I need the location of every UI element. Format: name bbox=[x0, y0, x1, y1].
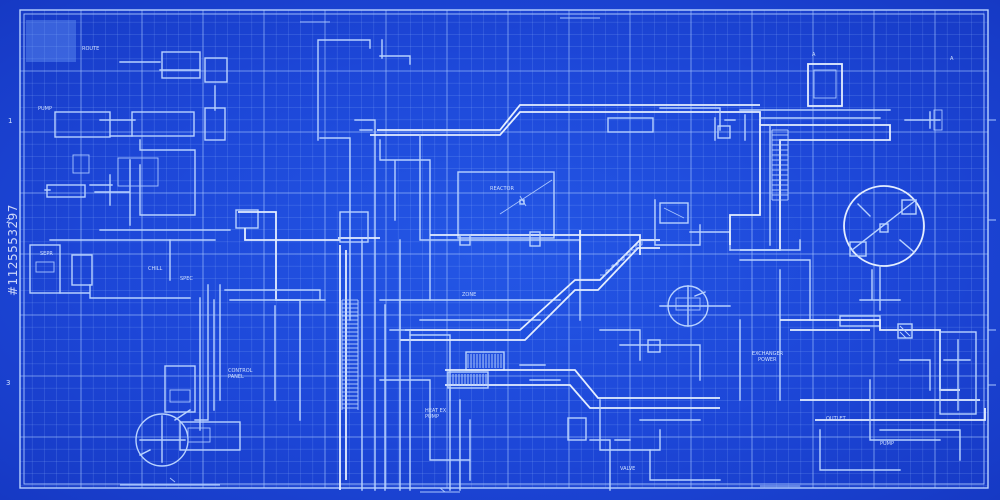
svg-text:EXCHANGER: EXCHANGER bbox=[752, 351, 784, 357]
svg-text:PUMP: PUMP bbox=[880, 441, 894, 447]
svg-text:OUTLET: OUTLET bbox=[826, 416, 847, 422]
stair-zigzag bbox=[600, 240, 643, 276]
svg-text:A: A bbox=[812, 52, 816, 58]
svg-text:SPEC: SPEC bbox=[180, 276, 193, 282]
right-machinery: PUMP OUTLET A bbox=[780, 56, 986, 471]
dimension-lines bbox=[120, 13, 800, 493]
center-lower: HEAT EX PUMP VALVE bbox=[379, 351, 721, 491]
svg-text:ROUTE: ROUTE bbox=[82, 46, 99, 52]
svg-text:POWER: POWER bbox=[758, 357, 777, 363]
left-ruler: 1 2 3 bbox=[6, 117, 12, 387]
right-center: EXCHANGER POWER A bbox=[599, 52, 891, 401]
stair-ladder-right bbox=[771, 129, 789, 201]
left-machinery: CHILL SPEC SEPR ROUTE PUMP bbox=[29, 46, 231, 299]
right-ruler bbox=[988, 119, 996, 386]
ruler-left-tick-1: 1 bbox=[8, 117, 12, 125]
svg-text:CHILL: CHILL bbox=[148, 266, 163, 272]
stair-ladder-left bbox=[341, 299, 359, 410]
drawing-frame bbox=[19, 9, 989, 489]
svg-text:CONTROL: CONTROL bbox=[228, 368, 253, 374]
ruler-left-tick-3: 3 bbox=[6, 379, 10, 387]
svg-text:A: A bbox=[950, 56, 954, 62]
grate-lower-2 bbox=[449, 374, 487, 386]
svg-text:PANEL: PANEL bbox=[228, 374, 244, 380]
svg-text:REACTOR: REACTOR bbox=[490, 186, 514, 192]
svg-text:ZONE: ZONE bbox=[462, 292, 476, 298]
grate-lower bbox=[467, 354, 502, 368]
svg-text:PUMP: PUMP bbox=[425, 414, 439, 420]
watermark-id: #1125553297 bbox=[6, 204, 20, 296]
svg-text:VALVE: VALVE bbox=[620, 466, 635, 472]
svg-text:SEPR: SEPR bbox=[40, 251, 53, 257]
fine-grid bbox=[19, 9, 988, 488]
drawing-inner-frame bbox=[23, 13, 985, 485]
ruler-left-tick-2: 2 bbox=[6, 217, 10, 225]
title-block bbox=[26, 20, 76, 62]
major-grid bbox=[19, 9, 988, 488]
left-center-piping: CONTROL PANEL bbox=[135, 209, 340, 467]
svg-text:PUMP: PUMP bbox=[38, 106, 52, 112]
svg-text:HEAT EX: HEAT EX bbox=[425, 408, 447, 414]
